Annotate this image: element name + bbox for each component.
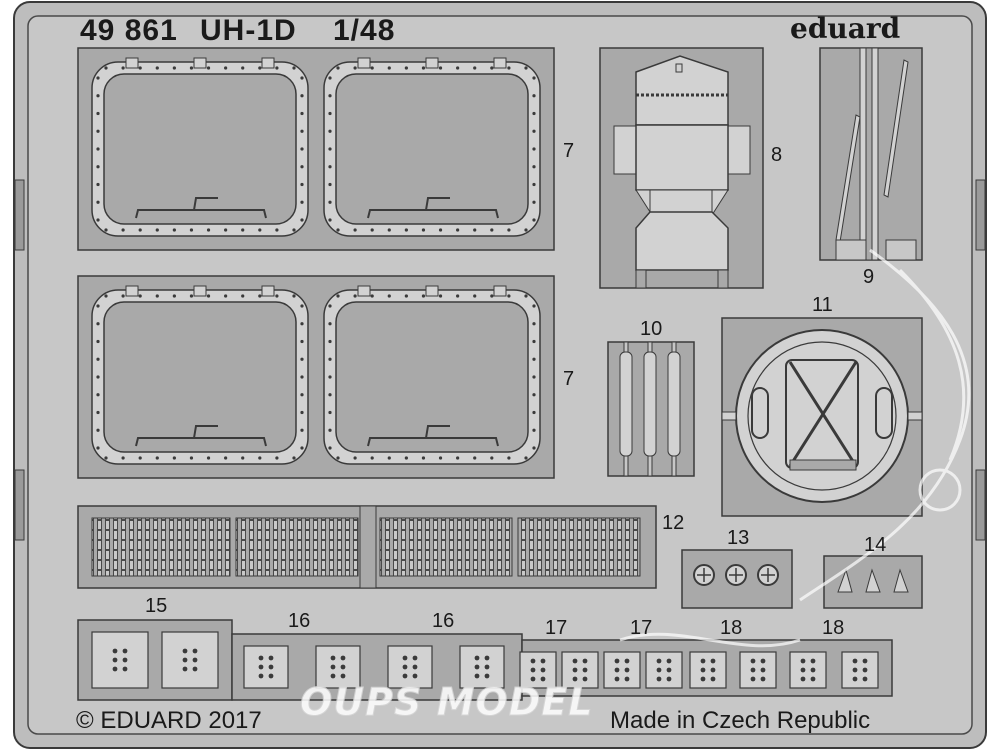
- part-14: [823, 555, 923, 609]
- part-label-12: 12: [662, 512, 685, 534]
- watermark-text: OUPS MODEL: [299, 680, 594, 725]
- brand-logo: eduard: [790, 12, 901, 45]
- small-part: [459, 645, 505, 689]
- part-label-17: 17: [630, 617, 653, 639]
- part-label-8: 8: [771, 144, 783, 166]
- parts-15-18-row: [77, 619, 893, 701]
- small-part: [789, 651, 827, 689]
- part-12-strip: [77, 505, 657, 589]
- catalog-number: 49 861: [80, 14, 178, 47]
- small-part: [841, 651, 879, 689]
- small-part: [739, 651, 777, 689]
- small-part: [603, 651, 641, 689]
- part-10: [607, 341, 695, 477]
- window-frame: [323, 285, 541, 465]
- part-8: [599, 47, 764, 289]
- window-frame: [91, 285, 309, 465]
- window-frame: [91, 57, 309, 237]
- small-part: [689, 651, 727, 689]
- part-label-7: 7: [563, 140, 575, 162]
- part-7-windows: [77, 47, 555, 479]
- part-13: [681, 549, 793, 609]
- small-part: [243, 645, 289, 689]
- window-frame: [323, 57, 541, 237]
- part-label-10: 10: [640, 318, 663, 340]
- part-label-9: 9: [863, 266, 875, 288]
- part-label-11: 11: [812, 294, 833, 316]
- part-label-7: 7: [563, 368, 575, 390]
- origin-text: Made in Czech Republic: [610, 707, 871, 734]
- part-11: [721, 317, 923, 517]
- model-name: UH-1D: [200, 14, 297, 47]
- part-label-14: 14: [864, 534, 887, 556]
- part-label-16: 16: [432, 610, 455, 632]
- small-part: [645, 651, 683, 689]
- part-label-18: 18: [720, 617, 743, 639]
- small-part: [315, 645, 361, 689]
- copyright-text: © EDUARD 2017: [76, 707, 262, 734]
- small-part: [519, 651, 557, 689]
- small-part: [91, 631, 149, 689]
- scale: 1/48: [333, 14, 396, 47]
- part-label-17: 17: [545, 617, 568, 639]
- part-label-16: 16: [288, 610, 311, 632]
- watermark-swirl: [619, 248, 971, 648]
- part-label-18: 18: [822, 617, 845, 639]
- small-part: [387, 645, 433, 689]
- small-part: [561, 651, 599, 689]
- part-label-15: 15: [145, 595, 168, 617]
- part-9: [819, 47, 923, 261]
- part-label-13: 13: [727, 527, 750, 549]
- small-part: [161, 631, 219, 689]
